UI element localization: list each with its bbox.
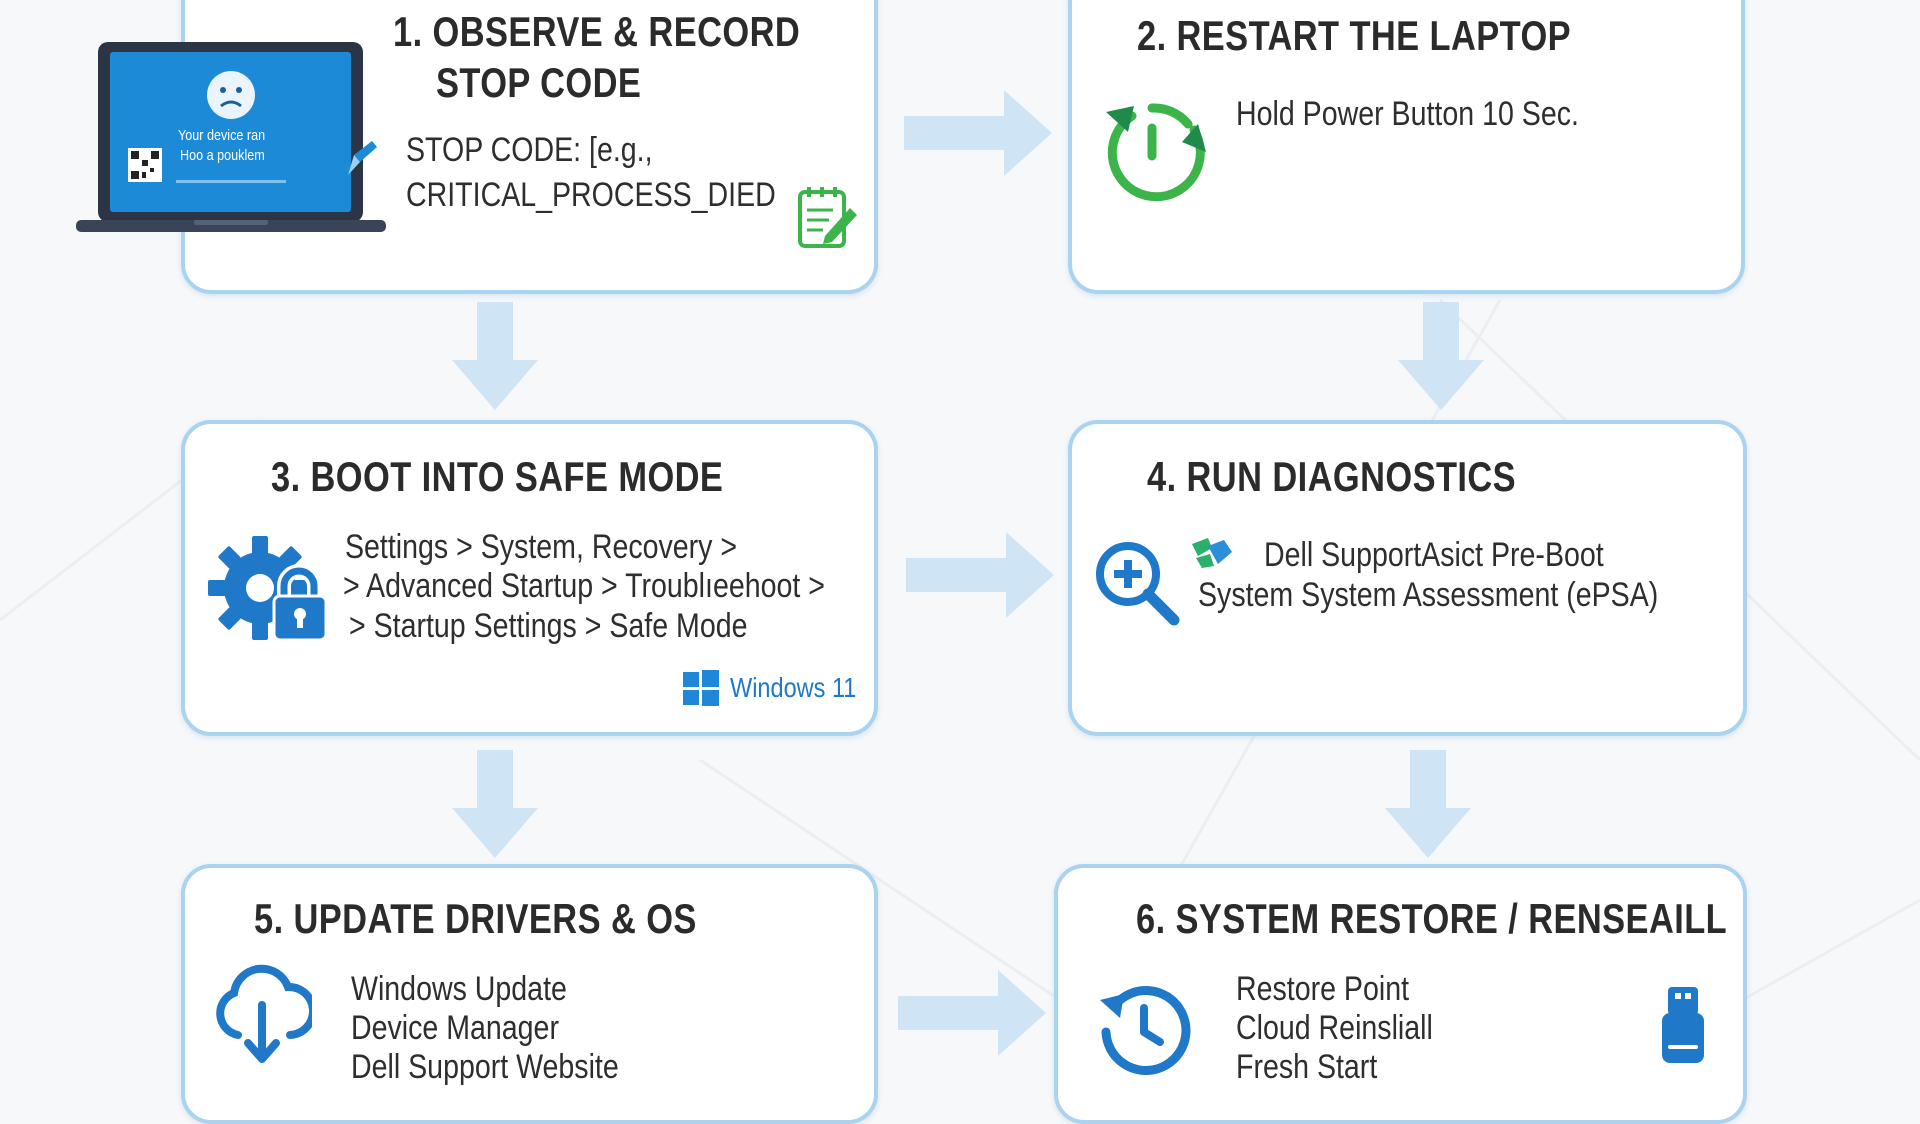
step-1-title-line1: 1. OBSERVE & RECORD — [393, 8, 801, 55]
arrow-1-to-3 — [452, 302, 538, 410]
step-5-text-line2: Device Manager — [351, 1009, 559, 1047]
magnify-plus-icon — [1092, 538, 1184, 630]
arrow-4-to-6 — [1385, 750, 1471, 858]
laptop-bsod-icon — [76, 40, 386, 235]
notepad-icon — [795, 184, 861, 250]
step-3-text-line1: Settings > System, Recovery > — [345, 528, 738, 566]
step-5-text-line3: Dell Support Website — [351, 1048, 619, 1086]
screen-text-line2: Hoo a pouklem — [180, 147, 265, 164]
gear-lock-icon — [208, 536, 332, 646]
step-5-text-line1: Windows Update — [351, 970, 567, 1008]
step-3-text-line2: > Advanced Startup > Troublıeehoot > — [343, 567, 825, 605]
step-2-title: 2. RESTART THE LAPTOP — [1137, 12, 1572, 59]
step-4-title: 4. RUN DIAGNOSTICS — [1147, 453, 1517, 500]
step-4-text-line2: System System Assessment (ePSA) — [1198, 576, 1659, 614]
windows-11-badge: Windows 11 — [730, 672, 857, 703]
power-restart-icon — [1094, 94, 1218, 206]
step-4-card — [1068, 420, 1747, 736]
arrow-5-to-6 — [898, 970, 1046, 1056]
screen-text-line1: Your device ran — [178, 127, 266, 144]
clock-restore-icon — [1094, 978, 1194, 1078]
step-3-title: 3. BOOT INTO SAFE MODE — [271, 453, 724, 500]
step-4-text-line1: Dell SupportAsict Pre-Boot — [1264, 536, 1604, 574]
step-3-text-line3: > Startup Settings > Safe Mode — [349, 607, 748, 645]
arrow-1-to-2 — [904, 90, 1052, 176]
step-1-title-line2: STOP CODE — [436, 59, 642, 106]
arrow-2-to-4 — [1398, 302, 1484, 410]
dell-support-icon — [1188, 534, 1238, 570]
arrow-3-to-4 — [906, 532, 1054, 618]
step-1-text-line2: CRITICAL_PROCESS_DIED — [406, 176, 776, 214]
step-2-card — [1068, 0, 1745, 294]
step-6-text-line2: Cloud Reinsliall — [1236, 1009, 1433, 1047]
cloud-download-icon — [212, 955, 317, 1080]
usb-drive-icon — [1660, 985, 1706, 1065]
step-6-text-line3: Fresh Start — [1236, 1048, 1378, 1086]
step-6-title: 6. SYSTEM RESTORE / RENSEAILL — [1136, 895, 1728, 942]
step-5-title: 5. UPDATE DRIVERS & OS — [254, 895, 697, 942]
arrow-3-to-5 — [452, 750, 538, 858]
step-2-text-line1: Hold Power Button 10 Sec. — [1236, 95, 1579, 133]
step-6-text-line1: Restore Point — [1236, 970, 1410, 1008]
windows-logo-icon — [683, 670, 719, 706]
step-1-text-line1: STOP CODE: [e.g., — [406, 131, 653, 169]
